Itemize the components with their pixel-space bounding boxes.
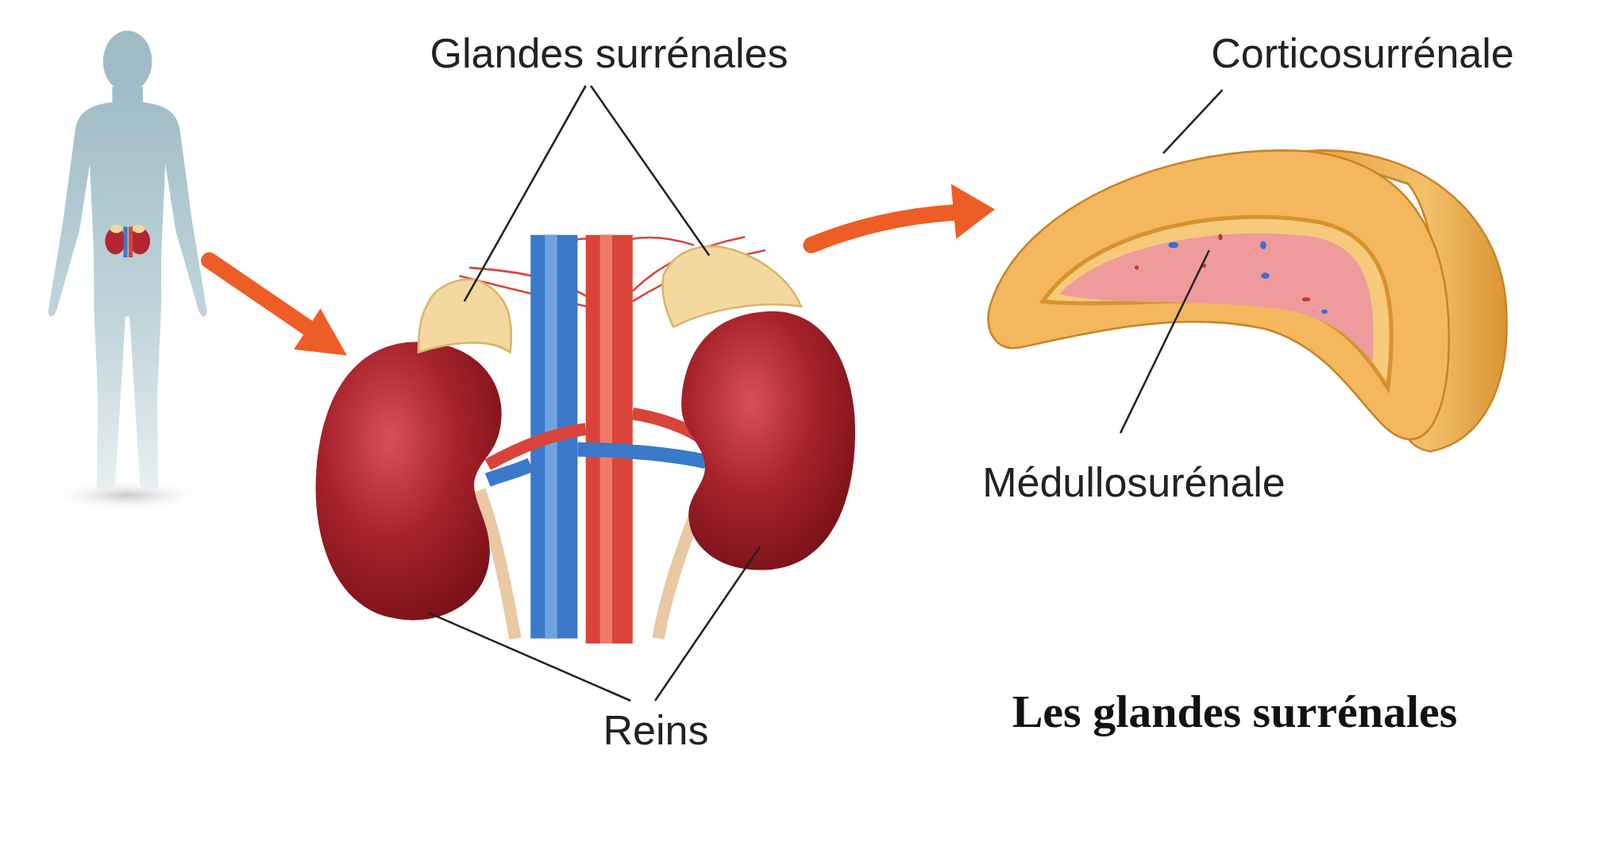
leader-line: [655, 546, 760, 701]
part-label: Reins: [603, 707, 710, 753]
mini-adrenal: [110, 224, 123, 233]
kidney: [681, 311, 856, 571]
kidney: [316, 341, 502, 620]
leader-line: [464, 85, 587, 301]
renal-artery: [487, 428, 586, 465]
part-label: Médullosurénale: [982, 459, 1286, 506]
adrenal-gland: [662, 246, 801, 327]
aorta-highlight: [600, 235, 613, 644]
floor-shadow: [46, 478, 210, 512]
arrow-shaft: [811, 212, 955, 245]
leader-line: [1120, 250, 1210, 433]
medulla-vessels: [1134, 233, 1328, 313]
aorta: [586, 235, 633, 644]
arrow-shaft: [208, 260, 309, 328]
cortex-inner-band: [1042, 216, 1392, 389]
head: [103, 30, 153, 93]
leader-line: [1163, 89, 1223, 154]
part-label: Corticosurrénale: [1210, 30, 1515, 77]
leader-lines: [428, 85, 1223, 701]
renal-vein: [577, 449, 706, 462]
adrenal-cross-section: [987, 150, 1507, 452]
mini-vein: [123, 226, 128, 258]
arrow-head: [951, 183, 995, 239]
renal-vein: [487, 464, 531, 480]
leader-line: [590, 85, 710, 255]
mini-artery: [128, 226, 133, 258]
medulla: [1059, 233, 1374, 363]
mini-adrenal: [132, 224, 145, 233]
cortex: [987, 150, 1449, 440]
leader-line: [428, 612, 631, 701]
kidneys-illustration: [316, 235, 856, 644]
body: [48, 86, 208, 490]
adrenal-gland: [418, 279, 512, 353]
arrow-head: [293, 308, 347, 355]
human-silhouette: [46, 30, 210, 513]
part-label: Glandes surrénales: [430, 30, 789, 77]
figure-title: Les glandes surrénales: [1012, 686, 1458, 737]
